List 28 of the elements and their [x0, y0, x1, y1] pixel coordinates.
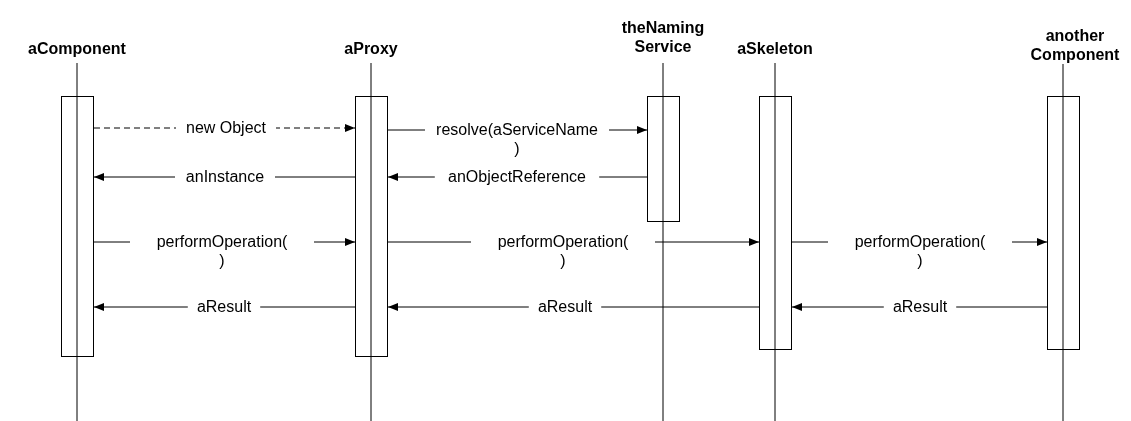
activation-bar	[61, 96, 94, 357]
edge-label: anInstance	[185, 167, 265, 186]
activation-bar	[355, 96, 388, 357]
message-arrow	[387, 303, 760, 311]
lifeline-title: aComponent	[28, 39, 126, 58]
activation-bar	[1047, 96, 1080, 350]
message-arrow	[791, 303, 1048, 311]
edge-label: new Object	[186, 118, 266, 137]
edge-label: aResult	[537, 297, 593, 316]
message-arrow	[387, 238, 760, 246]
activation-bar	[647, 96, 680, 222]
activation-bar	[759, 96, 792, 350]
edge-label: resolve(aServiceName )	[436, 120, 598, 158]
lifeline-title: aProxy	[344, 39, 398, 58]
edge-label: aResult	[196, 297, 252, 316]
message-arrow	[93, 124, 356, 132]
edge-label: performOperation( )	[854, 232, 986, 270]
edge-label: anObjectReference	[448, 167, 586, 186]
message-arrow	[387, 126, 648, 134]
edge-label: performOperation( )	[156, 232, 288, 270]
message-arrow	[93, 303, 356, 311]
lifeline-title: another Component	[1030, 26, 1120, 64]
edge-label: aResult	[892, 297, 948, 316]
message-arrow	[93, 173, 356, 181]
message-arrow	[791, 238, 1048, 246]
edge-label: performOperation( )	[497, 232, 629, 270]
message-arrow	[387, 173, 648, 181]
message-arrow	[93, 238, 356, 246]
